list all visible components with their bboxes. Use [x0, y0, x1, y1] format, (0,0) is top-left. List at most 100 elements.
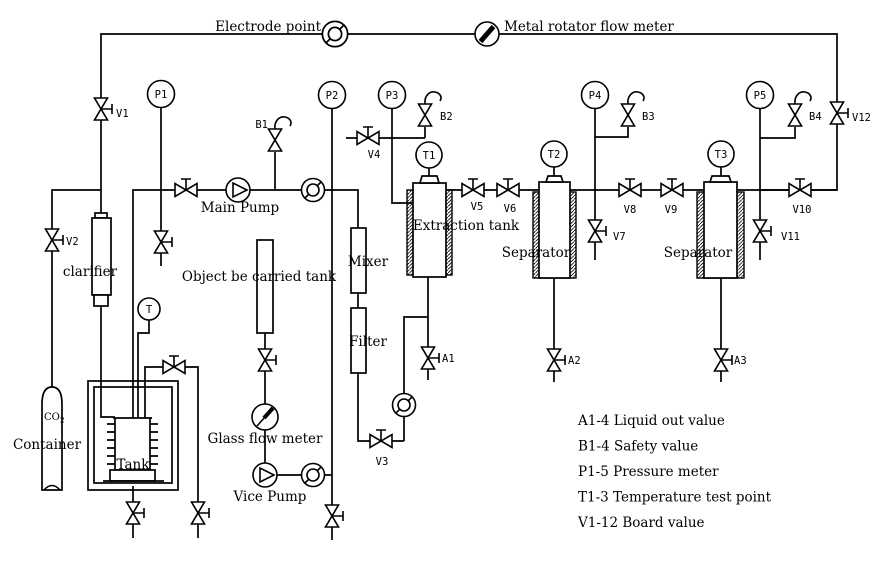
- gauges: P1 P2 P3 P4 P5 T1 T2 T3: [137, 79, 775, 321]
- check-valve-extractor: [391, 392, 417, 418]
- valve-v12: [829, 101, 849, 125]
- valve-below-p1: [153, 230, 173, 254]
- pipe-b3-stem: [595, 127, 629, 138]
- co2-cylinder-bottom-arc: [43, 484, 61, 491]
- extraction-tank-cap: [418, 175, 441, 184]
- temp-gauge-tank: T: [137, 297, 161, 321]
- safety-valve-b2: [417, 91, 442, 127]
- pipe-main-line: [132, 189, 359, 418]
- valve-v11: [752, 219, 772, 243]
- legend-item-v: V1-12 Board value: [577, 515, 705, 531]
- piping: [51, 33, 838, 540]
- valve-v12-label: V12: [852, 112, 871, 124]
- pipe-clarifier-outlet: [100, 306, 115, 418]
- valve-v6: [496, 178, 520, 198]
- separator-2-label: Separator: [664, 245, 733, 261]
- gauge-t-label: T: [146, 304, 153, 316]
- check-valve-vice: [300, 462, 326, 488]
- valve-v5: [461, 178, 485, 198]
- metal-rotator-flow-meter-label: Metal rotator flow meter: [504, 19, 674, 35]
- mixer-vessel: [350, 227, 367, 294]
- separator-1-vessel: [532, 175, 577, 279]
- vice-pump-label: Vice Pump: [233, 489, 307, 505]
- valve-v7-label: V7: [613, 231, 626, 243]
- metal-rotator-flow-meter-symbol: [475, 22, 499, 46]
- vice-pump-symbol: [252, 462, 278, 488]
- filter-vessel: [350, 307, 367, 374]
- valve-v9-label: V9: [665, 204, 678, 216]
- labels: Electrode point Metal rotator flow meter…: [13, 19, 871, 505]
- valve-object-tank: [257, 348, 277, 372]
- coil-tank: [103, 417, 164, 482]
- legend-item-b: B1-4 Safety value: [578, 439, 698, 455]
- pipe-thermowell: [137, 320, 150, 418]
- valve-a3-label: A3: [734, 355, 747, 367]
- glass-flow-meter-label: Glass flow meter: [208, 431, 323, 447]
- valve-v1-label: V1: [116, 108, 129, 120]
- gauge-p2-label: P2: [326, 90, 339, 102]
- pressure-gauge-p3: P3: [377, 80, 407, 110]
- valve-v3: [369, 429, 393, 449]
- pipe-p3-branch: [391, 109, 414, 204]
- temp-gauge-t3: T3: [707, 140, 735, 168]
- safety-valve-b1: [267, 116, 292, 152]
- separator-1-label: Separator: [502, 245, 571, 261]
- extraction-tank-label: Extraction tank: [413, 218, 520, 234]
- valve-v1: [93, 97, 113, 121]
- vessels: [41, 175, 745, 491]
- valve-a1-label: A1: [442, 353, 455, 365]
- valve-v8-label: V8: [624, 204, 637, 216]
- object-tank-label: Object be carried tank: [182, 269, 337, 285]
- valve-v9: [660, 178, 684, 198]
- temp-gauge-t2: T2: [540, 140, 568, 168]
- tank-label: Tank: [117, 457, 151, 473]
- water-bath-outer: [87, 380, 179, 491]
- gauge-p3-label: P3: [386, 90, 399, 102]
- valve-a3: [713, 348, 733, 372]
- legend: A1-4 Liquid out value B1-4 Safety value …: [577, 413, 772, 531]
- valve-p2-drain: [324, 504, 344, 528]
- clarifier-body: [91, 217, 112, 296]
- container-label: Container: [13, 437, 82, 453]
- glass-flow-meter-symbol: [250, 402, 280, 432]
- gauge-t2-label: T2: [548, 149, 561, 161]
- temp-gauge-t1: T1: [415, 141, 443, 169]
- safety-b1-label: B1: [255, 119, 268, 131]
- co2-cylinder: [41, 386, 63, 491]
- separator-1-cap: [544, 175, 565, 183]
- safety-b2-label: B2: [440, 111, 453, 123]
- pipe-v3-extractor: [403, 316, 428, 441]
- legend-item-p: P1-5 Pressure meter: [578, 464, 719, 480]
- valve-v2: [44, 228, 64, 252]
- valve-main-inlet: [174, 178, 198, 198]
- clarifier-outlet: [93, 294, 109, 307]
- pressure-gauge-p2: P2: [317, 80, 347, 110]
- co2-label: CO2: [44, 412, 65, 425]
- separator-2-cap: [708, 175, 733, 183]
- pressure-gauge-p1: P1: [146, 79, 176, 109]
- main-pump-symbol: [225, 177, 251, 203]
- legend-item-a: A1-4 Liquid out value: [577, 413, 725, 429]
- valve-v6-label: V6: [504, 203, 517, 215]
- filter-label: Filter: [349, 334, 387, 350]
- valve-v11-label: V11: [781, 231, 800, 243]
- electrode-point-label: Electrode point: [215, 19, 321, 35]
- valve-v4: [356, 126, 380, 146]
- valve-a1: [420, 346, 440, 370]
- valve-bath-drain: [125, 501, 145, 525]
- valve-v2-label: V2: [66, 236, 79, 248]
- separator-2-vessel: [696, 175, 745, 279]
- pipe-co2-branch: [51, 189, 101, 387]
- valve-v8: [618, 178, 642, 198]
- gauge-p5-label: P5: [754, 90, 767, 102]
- pipe-b4-stem: [760, 127, 796, 139]
- object-tank-vessel: [256, 239, 274, 334]
- clarifier-label: clarifier: [63, 264, 118, 280]
- legend-item-t: T1-3 Temperature test point: [578, 490, 772, 506]
- electrode-point-symbol: [321, 20, 349, 48]
- safety-b4-label: B4: [809, 111, 822, 123]
- valve-a2: [546, 348, 566, 372]
- pressure-gauge-p4: P4: [580, 80, 610, 110]
